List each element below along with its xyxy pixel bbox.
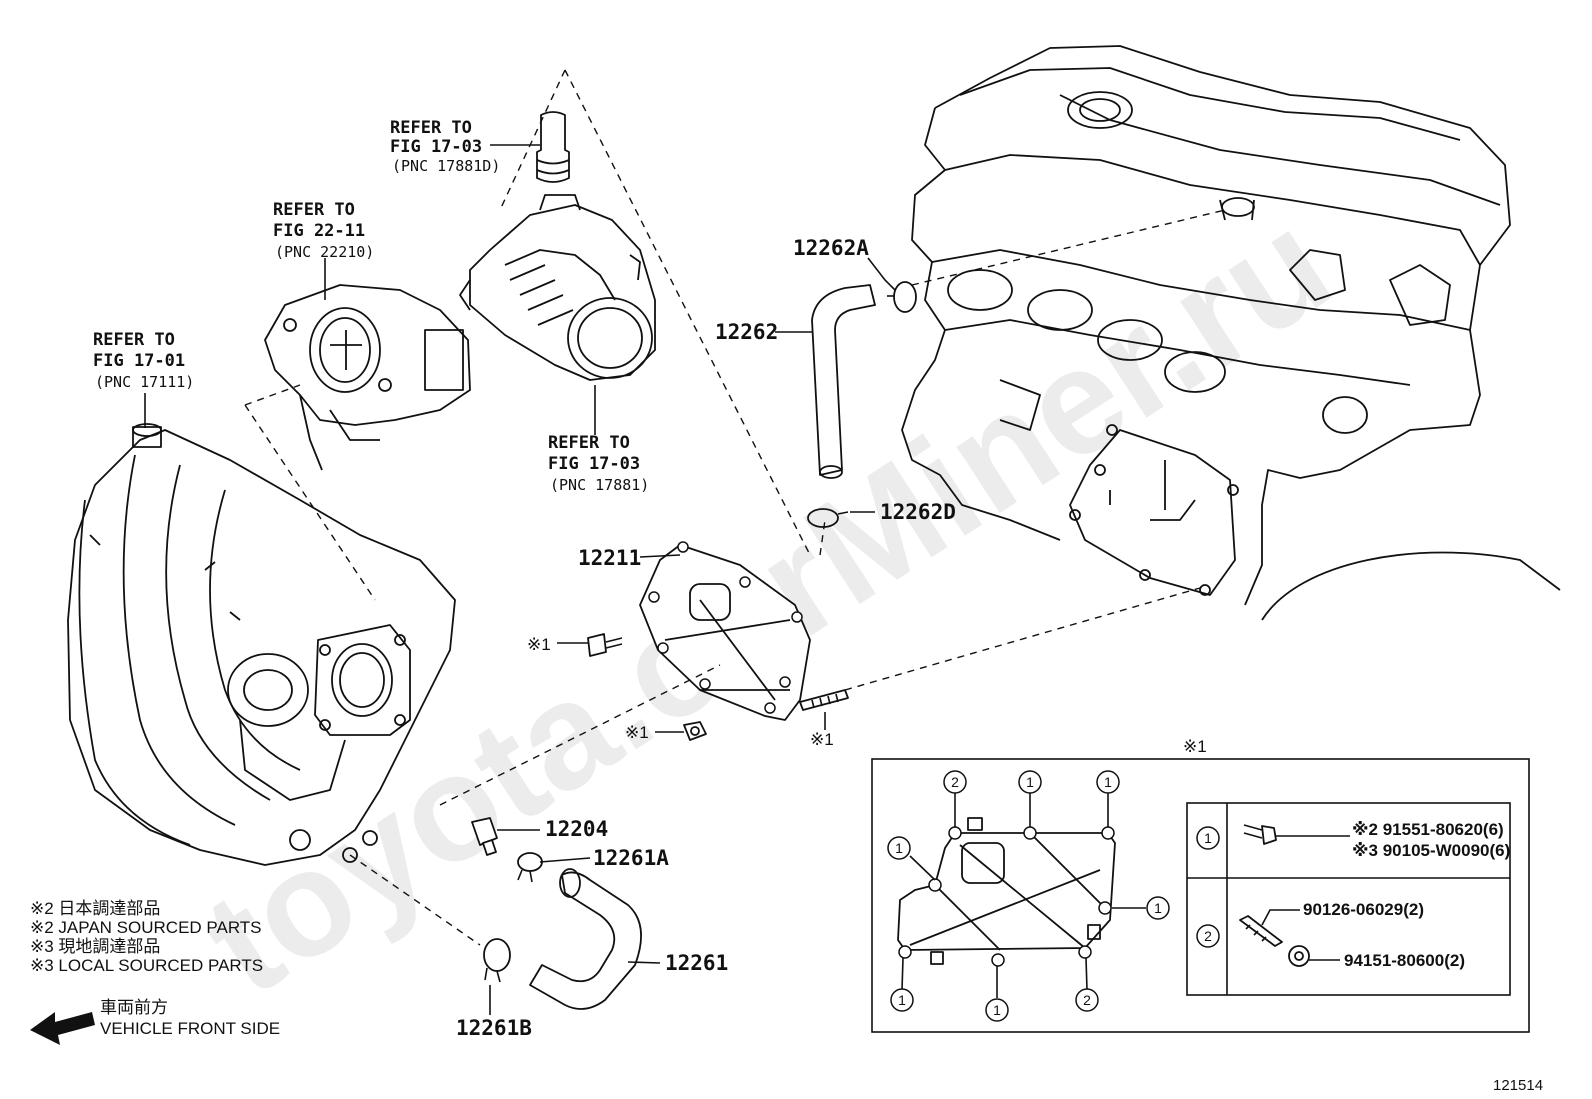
vehicle-front-en: VEHICLE FRONT SIDE	[100, 1019, 280, 1038]
note-local-en: ※3 LOCAL SOURCED PARTS	[30, 956, 263, 975]
throttle-body-22210	[264, 284, 471, 471]
part-label-12262: 12262	[715, 320, 778, 344]
part-label-12262a: 12262A	[793, 236, 869, 260]
part-label-12204: 12204	[545, 817, 608, 841]
mark-bolt-upper: ※1	[527, 635, 551, 654]
ref-hose-top-line2: FIG 17-03	[390, 137, 482, 157]
inset-callout-text: 1	[1026, 774, 1034, 790]
air-hose-17881	[459, 194, 656, 381]
note-japan-en: ※2 JAPAN SOURCED PARTS	[30, 918, 262, 937]
inset-callout-text: 1	[1154, 900, 1162, 916]
part-label-12261: 12261	[665, 951, 728, 975]
ref-air-hose-line2: FIG 17-03	[548, 454, 640, 474]
ref-hose-top-line1: REFER TO	[390, 118, 472, 138]
vehicle-front-jp: 車両前方	[100, 998, 168, 1017]
legend-row1-japan-part: ※2 91551-80620(6)	[1352, 820, 1504, 839]
inset-legend-table	[1186, 802, 1511, 996]
inset-callout-text: 1	[993, 1002, 1001, 1018]
inset-callout-text: 1	[898, 992, 906, 1008]
engine-block-drawing	[901, 45, 1561, 621]
gasket-12211	[639, 541, 811, 721]
hose-fitting-17881d	[536, 111, 570, 183]
hose-12261	[529, 868, 642, 1010]
legend-row2-nut-part: 94151-80600(2)	[1344, 951, 1465, 970]
valve-12204	[471, 817, 498, 856]
inset-frame	[871, 758, 1530, 1033]
hose-12262	[811, 284, 876, 479]
inset-callout-text: 2	[951, 774, 959, 790]
ref-manifold-line1: REFER TO	[93, 330, 175, 350]
part-label-12261b: 12261B	[456, 1016, 532, 1040]
clamp-12262a	[887, 281, 917, 313]
vehicle-front-arrow-icon	[30, 1012, 95, 1045]
diagram-id: 121514	[1493, 1077, 1543, 1094]
stud-drawing	[799, 689, 849, 711]
bolt-upper-drawing	[587, 633, 623, 657]
ref-throttle-line1: REFER TO	[273, 200, 355, 220]
legend-row1-id: 1	[1204, 830, 1212, 846]
ref-air-hose-line1: REFER TO	[548, 433, 630, 453]
ref-air-hose-line3: (PNC 17881)	[550, 476, 649, 494]
inset-callout-circles	[887, 770, 1170, 1022]
note-local-jp: ※3 現地調達部品	[30, 937, 160, 956]
legend-row2-id: 2	[1204, 928, 1212, 944]
inset-callout-text: 2	[1083, 992, 1091, 1008]
clamp-12262d	[807, 508, 849, 528]
ref-throttle-line2: FIG 22-11	[273, 221, 365, 241]
inset-title-mark: ※1	[1183, 737, 1207, 756]
inset-gasket-drawing	[897, 817, 1116, 967]
part-label-12262d: 12262D	[880, 500, 956, 524]
ref-manifold-line3: (PNC 17111)	[95, 373, 194, 391]
ref-throttle-line3: (PNC 22210)	[275, 243, 374, 261]
part-label-12211: 12211	[578, 546, 641, 570]
legend-row1-local-part: ※3 90105-W0090(6)	[1352, 841, 1510, 860]
bolt-lower-drawing	[683, 721, 707, 741]
mark-stud: ※1	[810, 730, 834, 749]
assembly-lines	[244, 69, 1226, 946]
clamp-12261b	[483, 938, 511, 983]
note-japan-jp: ※2 日本調達部品	[30, 899, 160, 918]
leader-lines	[144, 144, 896, 1015]
inset-callout-text: 1	[895, 840, 903, 856]
legend-row2-stud-part: 90126-06029(2)	[1303, 900, 1424, 919]
inset-callout-text: 1	[1104, 774, 1112, 790]
inset-callout-leaders	[901, 793, 1146, 998]
intake-manifold-17111	[67, 423, 456, 866]
part-label-12261a: 12261A	[593, 846, 669, 870]
mark-bolt-lower: ※1	[625, 723, 649, 742]
ref-hose-top-line3: (PNC 17881D)	[392, 157, 500, 175]
ref-manifold-line2: FIG 17-01	[93, 351, 185, 371]
